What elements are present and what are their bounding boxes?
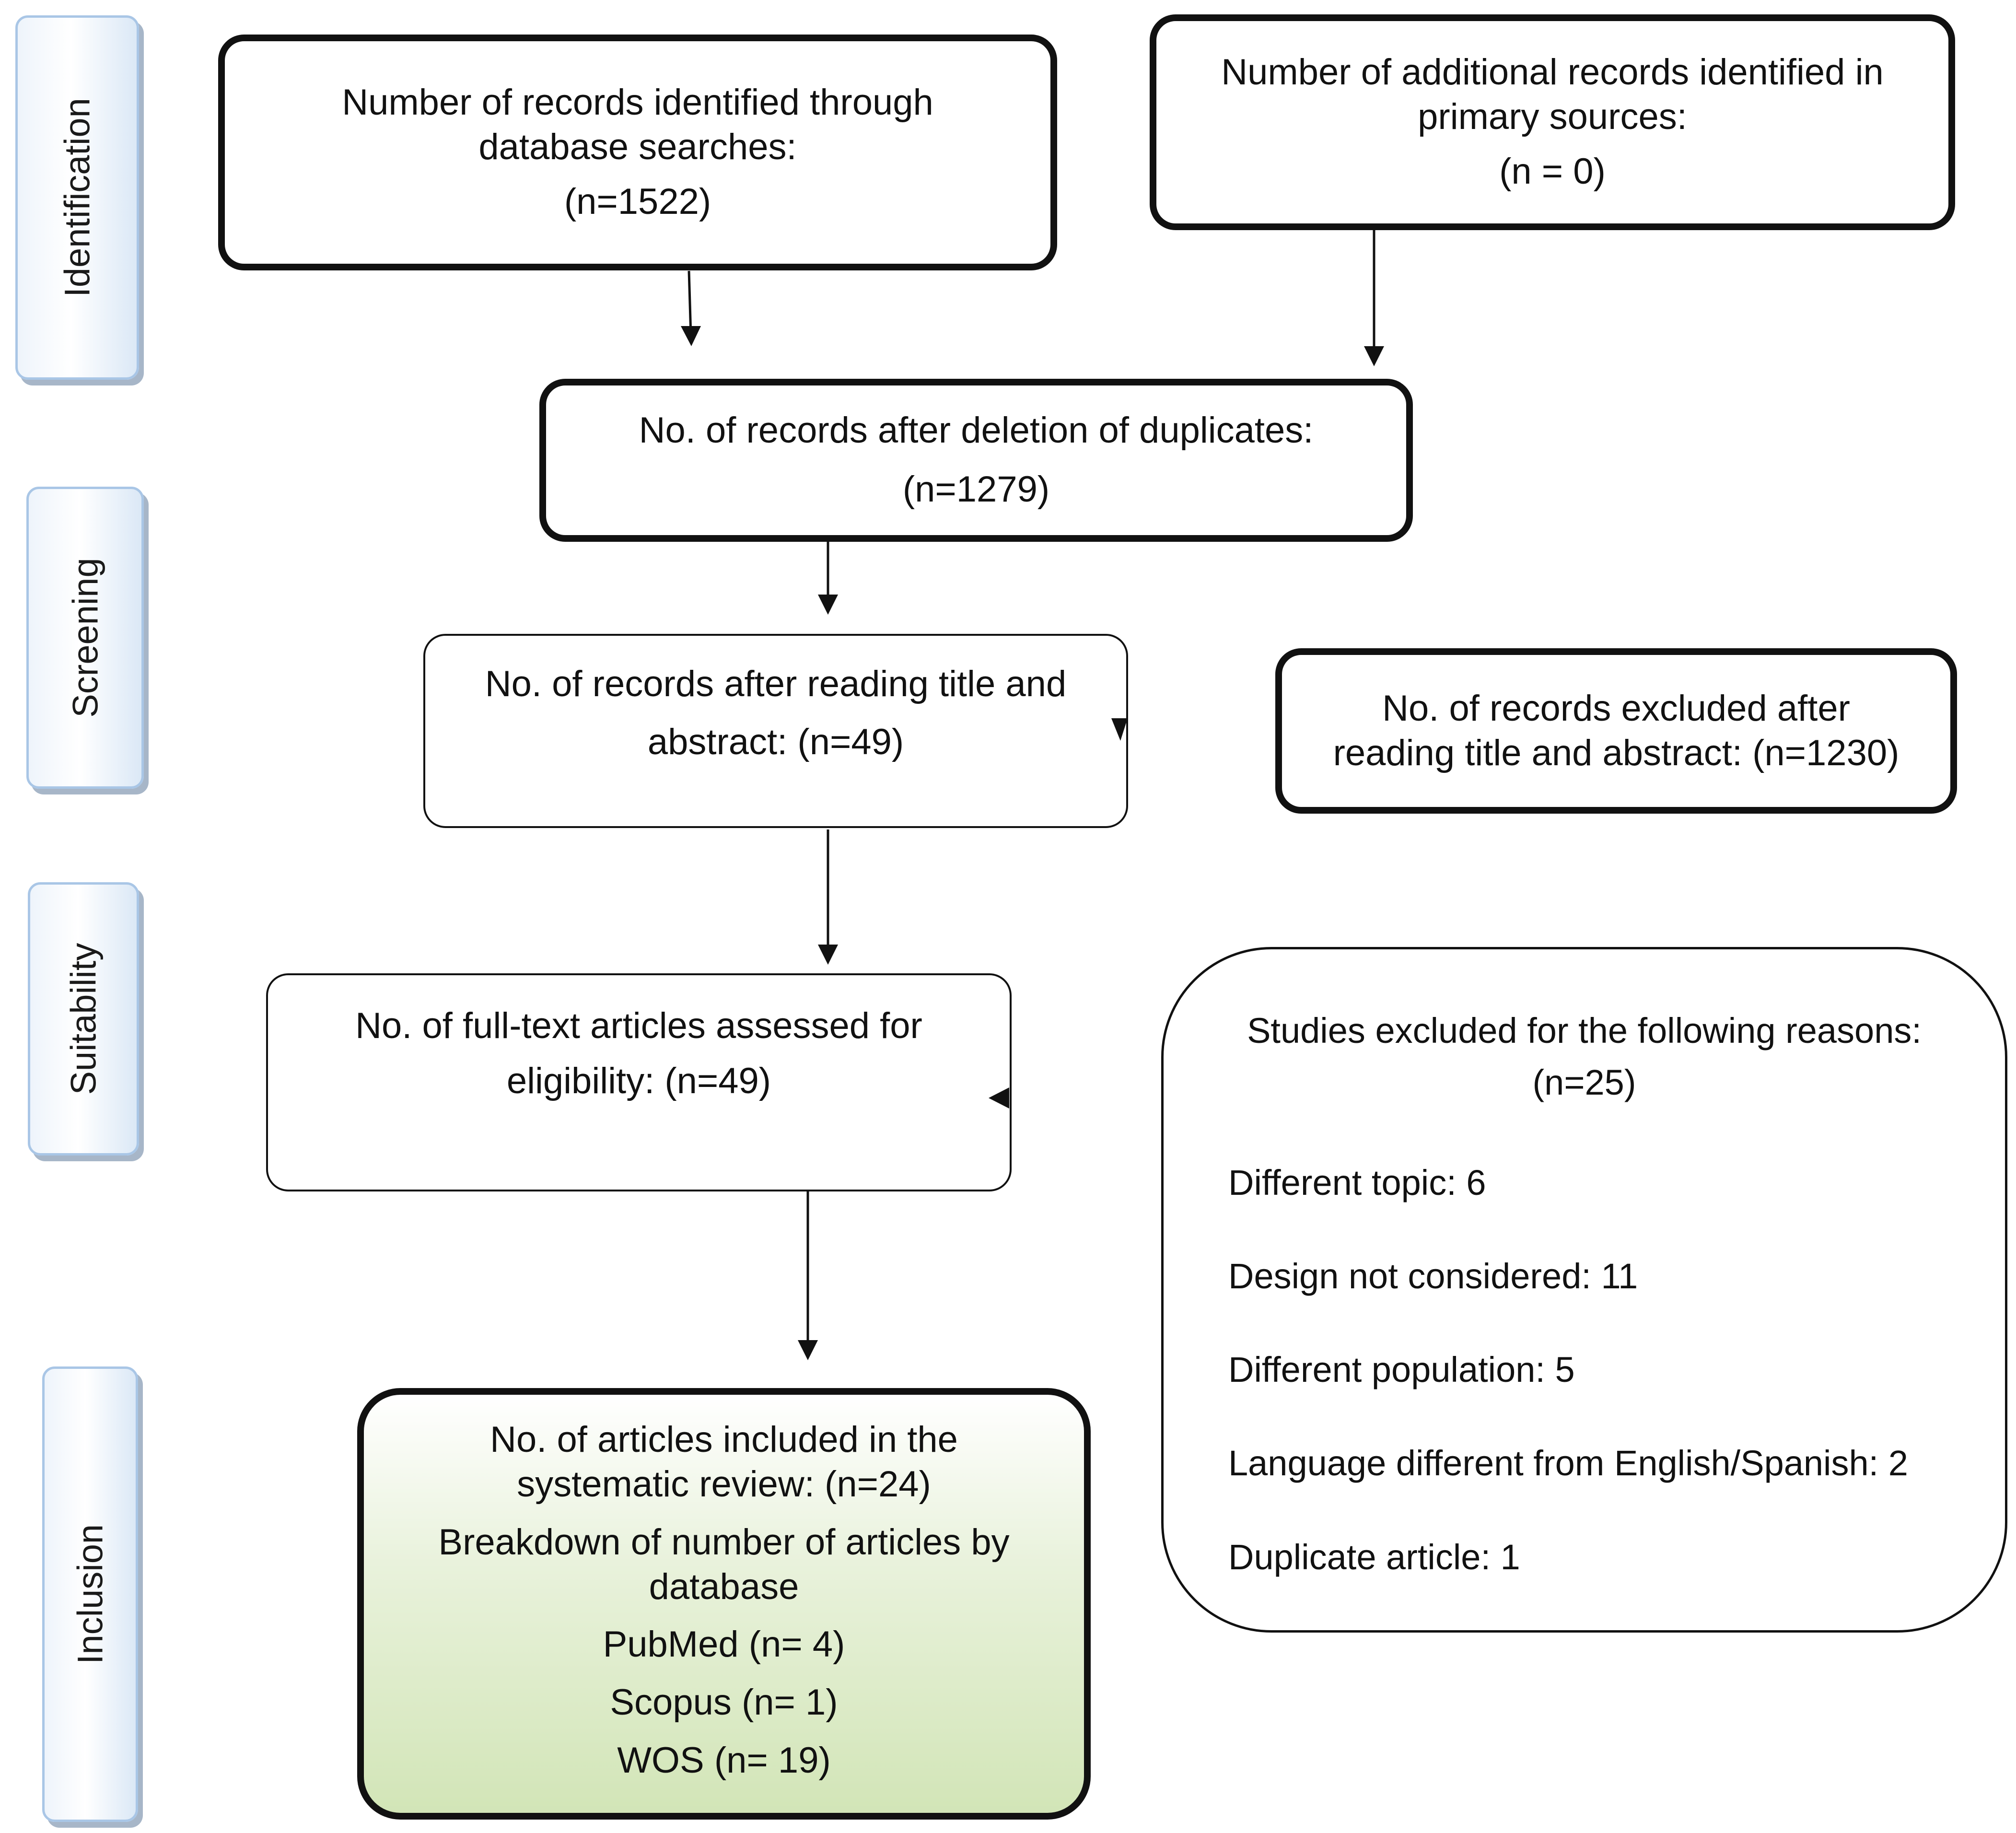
phase-suitability: Suitability bbox=[28, 882, 139, 1156]
excluded-title-abstract-line1: No. of records excluded after bbox=[1382, 688, 1850, 729]
exclusion-reason-item: Duplicate article: 1 bbox=[1228, 1537, 1520, 1577]
included-pubmed: PubMed (n= 4) bbox=[603, 1624, 845, 1665]
full-text-assessed-line2: eligibility: (n=49) bbox=[506, 1060, 771, 1101]
full-text-assessed-line1: No. of full-text articles assessed for bbox=[355, 1005, 922, 1046]
included-line3: Breakdown of number of articles by bbox=[438, 1521, 1010, 1563]
additional-records-line2: primary sources: bbox=[1418, 96, 1687, 137]
phase-inclusion: Inclusion bbox=[42, 1366, 138, 1822]
included-articles-box: No. of articles included in the systemat… bbox=[357, 1388, 1091, 1820]
additional-records-line1: Number of additional records identified … bbox=[1221, 51, 1884, 93]
database-records-line1: Number of records identified through bbox=[342, 82, 933, 123]
after-duplicates-count: (n=1279) bbox=[902, 469, 1050, 510]
database-records-count: (n=1522) bbox=[564, 181, 711, 222]
arrowhead-fulltext bbox=[798, 1340, 818, 1360]
included-line4: database bbox=[649, 1566, 799, 1607]
exclusion-reason-item: Language different from English/Spanish:… bbox=[1228, 1443, 1908, 1483]
after-title-abstract-box: No. of records after reading title and a… bbox=[423, 634, 1128, 828]
studies-excluded-heading: Studies excluded for the following reaso… bbox=[1247, 1011, 1922, 1051]
studies-excluded-box: Studies excluded for the following reaso… bbox=[1161, 947, 2007, 1633]
excluded-title-abstract-line2: reading title and abstract: (n=1230) bbox=[1333, 732, 1899, 773]
after-duplicates-box: No. of records after deletion of duplica… bbox=[539, 379, 1413, 542]
included-scopus: Scopus (n= 1) bbox=[610, 1682, 838, 1723]
included-wos: WOS (n= 19) bbox=[617, 1740, 831, 1781]
exclusion-reason-item: Design not considered: 11 bbox=[1228, 1256, 1638, 1296]
arrowhead-screening bbox=[818, 945, 838, 965]
arrow-database-to-duplicates bbox=[688, 270, 692, 336]
exclusion-reason-item: Different topic: 6 bbox=[1228, 1162, 1486, 1203]
after-duplicates-line1: No. of records after deletion of duplica… bbox=[639, 410, 1314, 451]
additional-records-count: (n = 0) bbox=[1499, 151, 1606, 192]
additional-records-box: Number of additional records identified … bbox=[1150, 14, 1955, 230]
database-records-line2: database searches: bbox=[478, 126, 797, 167]
arrowhead-reasons-stub bbox=[989, 1087, 1009, 1109]
after-title-abstract-line1: No. of records after reading title and bbox=[485, 664, 1067, 704]
database-records-box: Number of records identified through dat… bbox=[218, 35, 1057, 270]
full-text-assessed-box: No. of full-text articles assessed for e… bbox=[266, 973, 1012, 1191]
arrowhead-duplicates bbox=[818, 595, 838, 615]
arrowhead-database bbox=[681, 326, 701, 346]
arrowhead-additional bbox=[1364, 346, 1384, 366]
phase-screening: Screening bbox=[26, 487, 144, 789]
arrowhead-excluded-stub bbox=[1111, 718, 1128, 741]
exclusion-reason-item: Different population: 5 bbox=[1228, 1350, 1575, 1390]
excluded-title-abstract-box: No. of records excluded after reading ti… bbox=[1275, 648, 1957, 814]
after-title-abstract-line2: abstract: (n=49) bbox=[647, 721, 904, 762]
included-line2: systematic review: (n=24) bbox=[517, 1464, 931, 1505]
phase-identification: Identification bbox=[15, 15, 139, 380]
studies-excluded-count: (n=25) bbox=[1532, 1062, 1636, 1103]
included-line1: No. of articles included in the bbox=[490, 1419, 958, 1460]
